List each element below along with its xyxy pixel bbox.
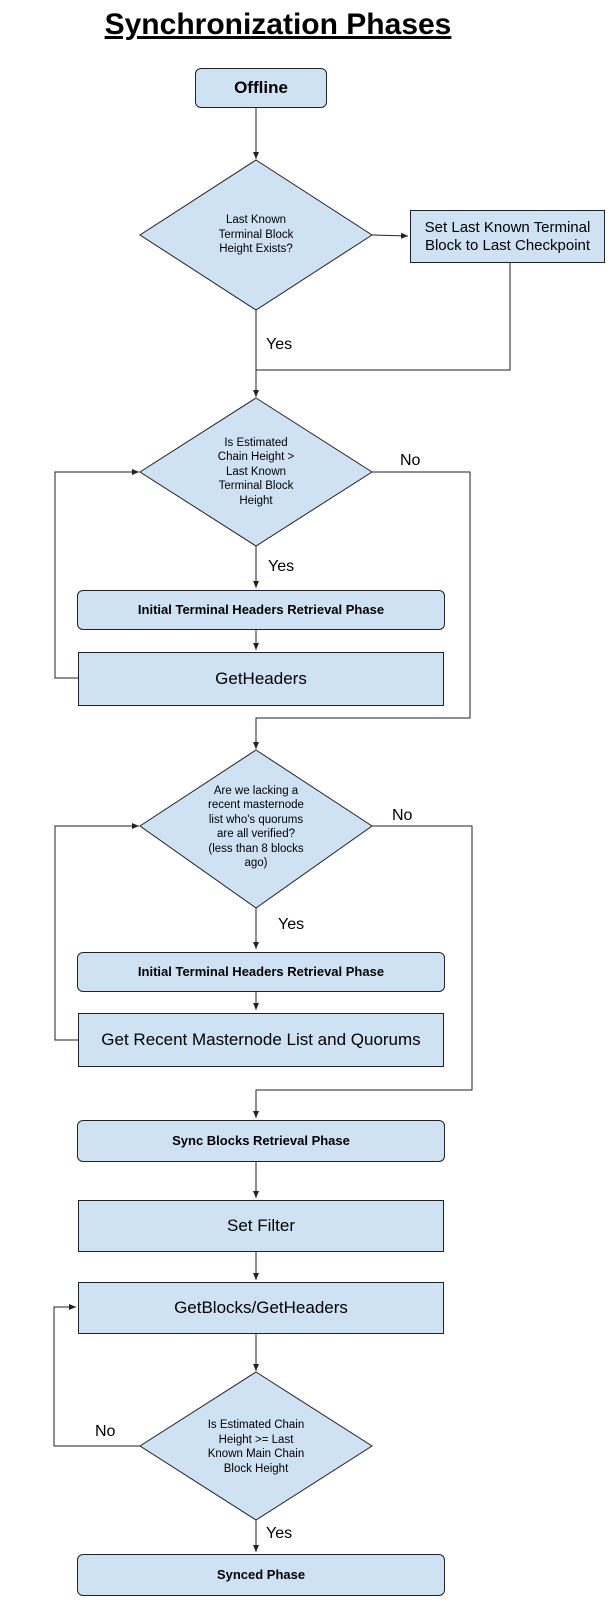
get-headers-node: GetHeaders [78, 652, 444, 706]
set-filter-node: Set Filter [78, 1200, 444, 1252]
edge-label-no-2: No [392, 807, 413, 824]
edge-label-no-1: No [400, 452, 421, 469]
edge-set-to-merge [256, 263, 511, 371]
edge-getheaders-loop [54, 469, 139, 679]
edge-decision3-no [253, 825, 473, 1118]
edge-decision4-no [53, 1304, 140, 1447]
edge-label-yes-4: Yes [266, 1525, 293, 1542]
get-masternode-node: Get Recent Masternode List and Quorums [78, 1013, 444, 1067]
decision-last-known-text: Last Known Terminal Block Height Exists? [218, 214, 294, 256]
edge-label-yes-1: Yes [266, 336, 293, 353]
edge-label-no-3: No [95, 1423, 116, 1440]
edge-label-yes-3: Yes [278, 916, 305, 933]
get-blocks-node: GetBlocks/GetHeaders [78, 1282, 444, 1334]
edge-decision1-to-set [371, 232, 409, 239]
phase-initial-headers-1: Initial Terminal Headers Retrieval Phase [77, 590, 445, 630]
phase-sync-blocks: Sync Blocks Retrieval Phase [77, 1120, 445, 1162]
edge-decision2-no [253, 471, 471, 749]
decision-masternode-text: Are we lacking a recent masternode list … [208, 784, 304, 870]
phase-synced: Synced Phase [77, 1554, 445, 1596]
edge-label-yes-2: Yes [268, 558, 295, 575]
edge-masternode-loop [54, 823, 139, 1041]
decision-estimated-text: Is Estimated Chain Height > Last Known T… [217, 436, 295, 507]
set-last-known-node: Set Last Known Terminal Block to Last Ch… [410, 210, 605, 263]
decision-main-chain-text: Is Estimated Chain Height >= Last Known … [207, 1419, 305, 1475]
phase-initial-headers-2: Initial Terminal Headers Retrieval Phase [77, 952, 445, 992]
page-title: Synchronization Phases [104, 8, 452, 41]
offline-node: Offline [195, 68, 327, 108]
